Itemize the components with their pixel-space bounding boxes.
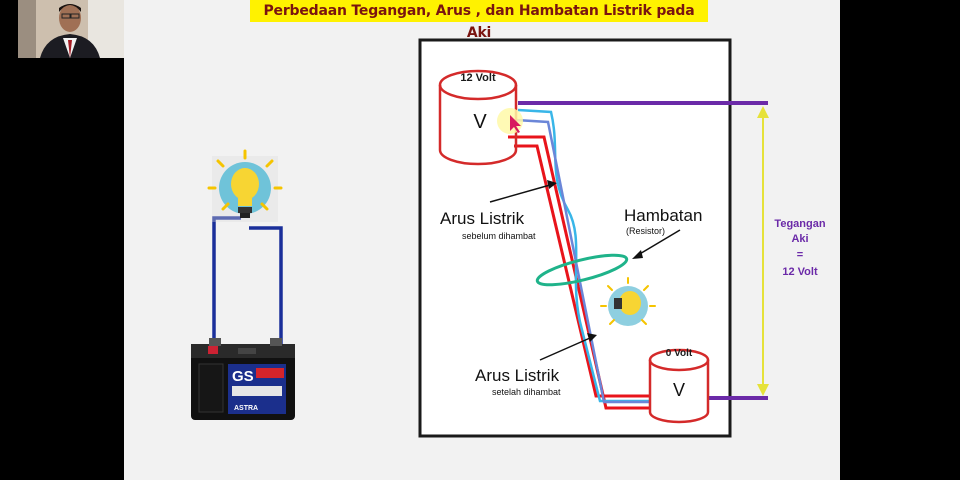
battery-brand-label: GS <box>232 368 254 385</box>
bottom-tank-voltage-label: 0 Volt <box>666 348 693 359</box>
webcam-presenter-thumbnail <box>18 0 124 58</box>
current-after-subtitle: setelah dihambat <box>492 387 561 397</box>
voltage-label-line1: Tegangan <box>774 218 825 230</box>
current-before-subtitle: sebelum dihambat <box>462 231 536 241</box>
voltage-double-arrow <box>757 106 769 396</box>
voltage-label-line2: Aki <box>791 233 808 245</box>
battery-icon: GS ASTRA <box>191 338 295 420</box>
mouse-pointer-icon <box>510 115 521 133</box>
top-tank-voltage-label: 12 Volt <box>460 72 496 84</box>
voltage-label-line4: 12 Volt <box>782 266 818 278</box>
current-after-title: Arus Listrik <box>475 366 560 385</box>
arrow-head-icon <box>587 333 597 342</box>
voltage-label-line3: = <box>797 249 803 261</box>
light-bulb-icon <box>207 149 283 222</box>
annotation-arrows <box>489 180 681 361</box>
arrow-head-icon <box>547 180 557 189</box>
slide-title: Perbedaan Tegangan, Arus , dan Hambatan … <box>250 0 708 41</box>
current-before-title: Arus Listrik <box>440 209 525 228</box>
top-tank-symbol: V <box>473 111 487 133</box>
battery-bulb-circuit <box>212 216 283 346</box>
bottom-voltage-tank <box>648 348 710 424</box>
arrow-head-icon <box>632 250 643 259</box>
voltage-label: Tegangan Aki = 12 Volt <box>774 218 825 278</box>
resistance-subtitle: (Resistor) <box>626 226 665 236</box>
battery-maker-label: ASTRA <box>234 405 258 412</box>
resistance-title: Hambatan <box>624 206 702 225</box>
bottom-tank-symbol: V <box>673 380 685 400</box>
resistor-ring <box>535 253 629 287</box>
top-voltage-tank <box>438 69 523 166</box>
small-light-bulb-icon <box>600 277 656 326</box>
